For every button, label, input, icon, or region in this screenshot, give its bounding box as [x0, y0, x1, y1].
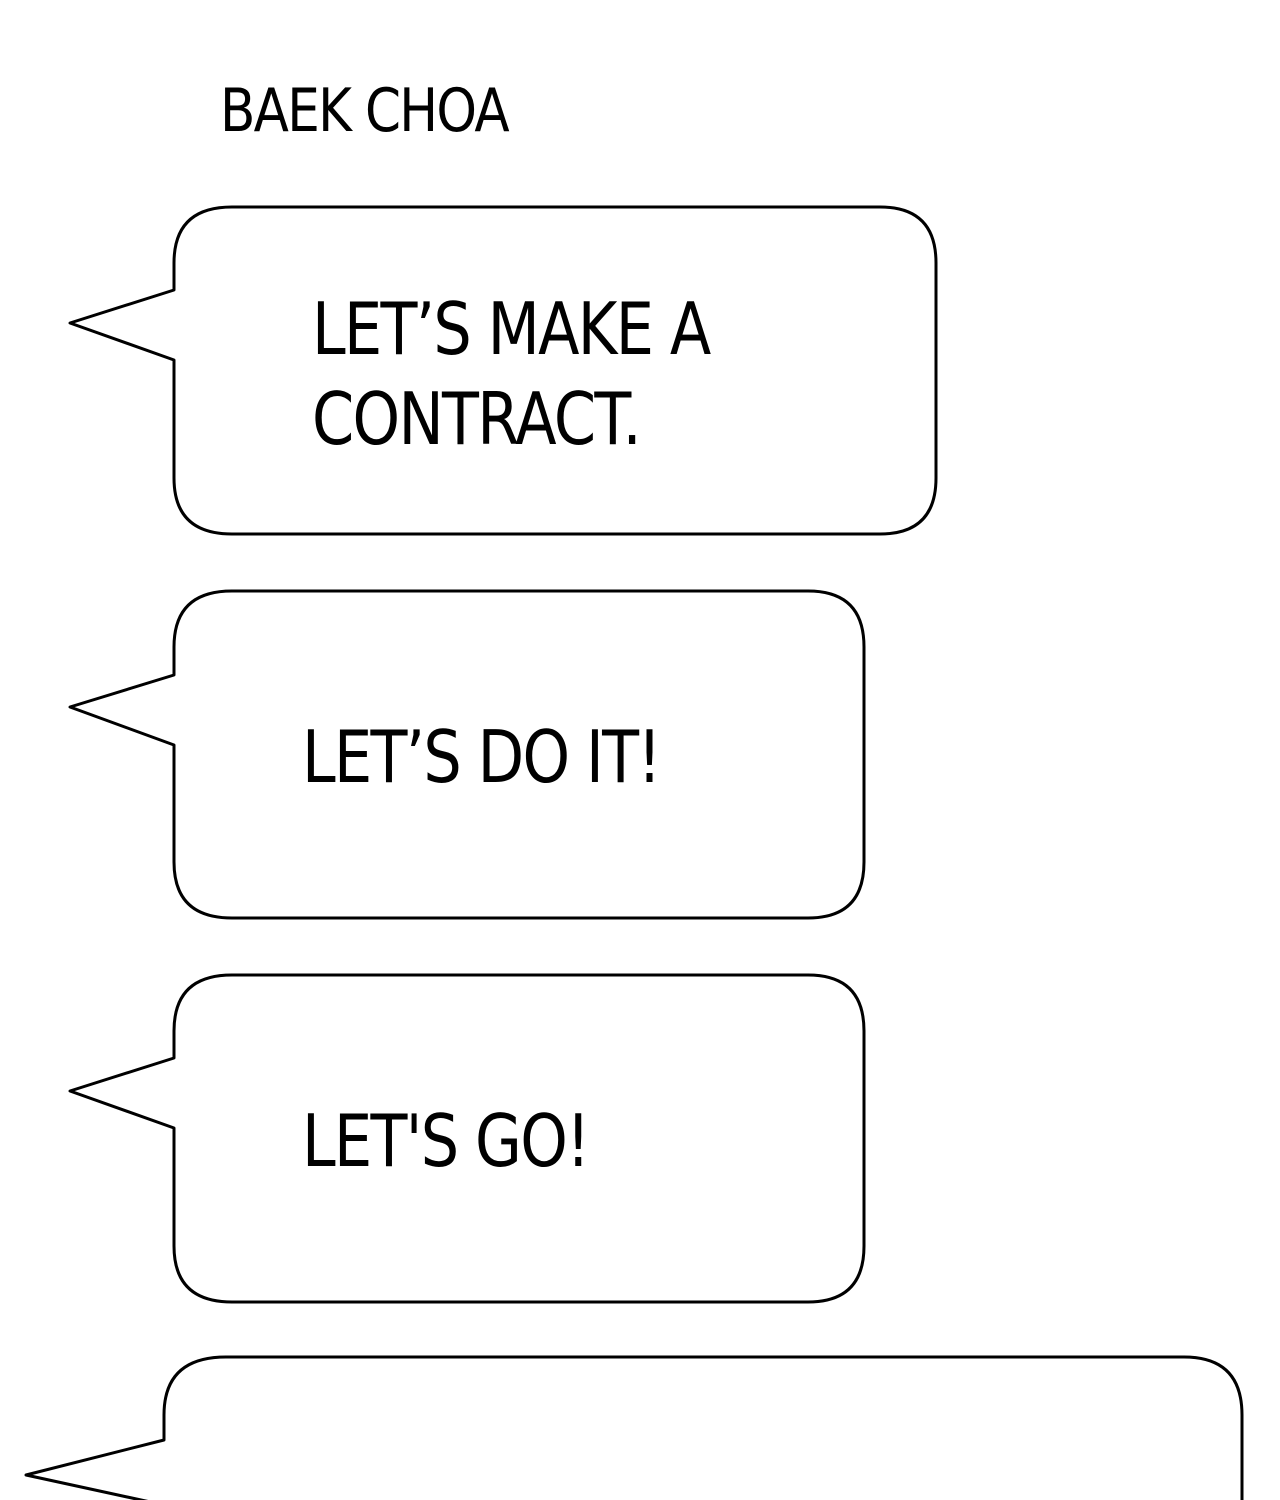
message-text: LET’S MAKE A CONTRACT.: [312, 284, 711, 464]
message-line: CONTRACT.: [312, 377, 642, 461]
message-text: LET'S GO!: [302, 1096, 590, 1186]
message-line: LET’S DO IT!: [302, 715, 662, 799]
message-text: LET’S DO IT!: [302, 712, 662, 802]
message-line: LET'S GO!: [302, 1099, 590, 1183]
message-line: LET’S MAKE A: [312, 287, 711, 371]
sender-name: BAEK CHOA: [220, 76, 510, 146]
